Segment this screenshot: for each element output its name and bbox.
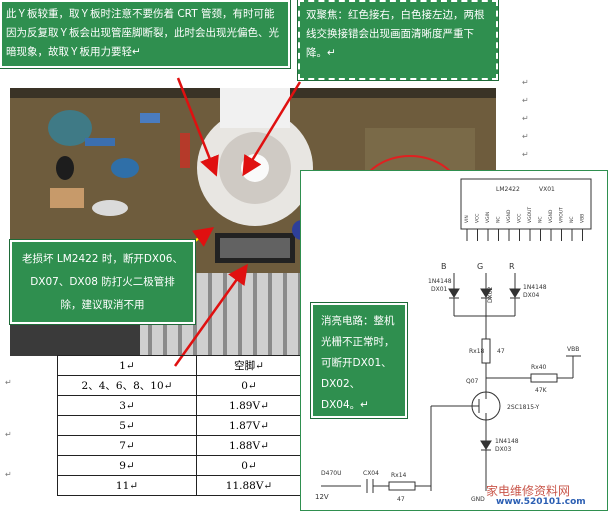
blanking-schematic: LM2422 VX01 VIN VCC VGIN NC VGND VCC VGOUT NC VG…: [315, 178, 592, 503]
chip-ref: VX01: [539, 186, 555, 193]
arrow-yboard: [176, 77, 219, 177]
table-cell-pin: 7↵: [57, 435, 197, 456]
cx04-label: CX04: [363, 470, 379, 477]
pin-voltage-table: 1↵ 空脚↵ 2、4、6、8、10↵ 0↵ 3↵ 1.89V↵ 5↵ 1.87V…: [57, 355, 302, 496]
table-cell-value: 1.88V↵: [196, 435, 302, 456]
chip-pin-label: NC: [569, 216, 575, 223]
table-row: 9↵ 0↵: [57, 455, 302, 476]
chip-pin-label: NC: [496, 216, 502, 223]
table-row: 7↵ 1.88V↵: [57, 435, 302, 456]
capacitor-icon: [48, 110, 92, 146]
note-lm2422-text: 老损坏 LM2422 时，断开DX06、DX07、DX08 防打火二极管排除，建…: [22, 253, 183, 311]
note-yboard: 此Ｙ板较重，取Ｙ板时注意不要伤着 CRT 管颈，有时可能因为反复取Ｙ板会出现管座…: [0, 0, 290, 68]
lm2422-chip: [215, 233, 295, 263]
arrow-focus: [242, 81, 302, 177]
chip-pin-label: VGND: [506, 209, 512, 223]
chip-pin-label: NC: [538, 216, 544, 223]
note-focus: 双聚焦：红色接右，白色接左边，两根线交换接错会出现画面清晰度严重下降。↵: [298, 0, 498, 80]
chip-pin-label: VIN: [464, 215, 470, 223]
note-yboard-text: 此Ｙ板较重，取Ｙ板时注意不要伤着 CRT 管颈，有时可能因为反复取Ｙ板会出现管座…: [6, 8, 279, 58]
table-cell-pin: 5↵: [57, 415, 197, 436]
channel-label-b: B: [441, 262, 447, 271]
chip-pin-label: VBB: [580, 214, 586, 223]
table-cell-value: 0↵: [196, 455, 302, 476]
table-cell-value: 11.88V↵: [196, 475, 302, 496]
watermark: 家电维修资料网: [486, 482, 570, 499]
table-cell-pin: 1↵: [57, 355, 197, 376]
table-cell-pin: 3↵: [57, 395, 197, 416]
watermark-title: 家电维修资料网: [486, 484, 571, 498]
table-cell-value: 空脚↵: [196, 355, 302, 376]
chip-pin-label: VGIN: [485, 212, 491, 223]
chip-pin-label: VGOUT: [527, 207, 533, 223]
gnd-label: GND: [471, 496, 485, 503]
v12-label: 12V: [315, 493, 329, 501]
channel-label-r: R: [509, 262, 515, 271]
chip-name: LM2422: [496, 186, 520, 193]
schematic-panel: LM2422 VX01 VIN VCC VGIN NC VGND VCC VGOUT NC VG…: [300, 170, 608, 511]
channel-label-g: G: [477, 262, 483, 271]
table-cell-pin: 11↵: [57, 475, 197, 496]
table-row: 1↵ 空脚↵: [57, 355, 302, 376]
arrow-table: [173, 263, 248, 367]
chip-pin-label: VGND: [548, 209, 554, 223]
transistor-label: 2SC1815-Y: [507, 404, 540, 411]
table-cell-pin: 9↵: [57, 455, 197, 476]
dx02-label: DX02: [487, 286, 494, 303]
vbb-label: VBB: [567, 346, 579, 353]
note-blanking-text: 消亮电路：整机光栅不正常时，可断开DX01、DX02、DX04。↵: [321, 315, 395, 411]
note-focus-text: 双聚焦：红色接右，白色接左边，两根线交换接错会出现画面清晰度严重下降。↵: [306, 9, 485, 59]
table-cell-value: 1.89V↵: [196, 395, 302, 416]
table-cell-pin: 2、4、6、8、10↵: [57, 375, 197, 396]
chip-pin-label: VCC: [475, 214, 481, 223]
table-cell-value: 0↵: [196, 375, 302, 396]
table-row: 11↵ 11.88V↵: [57, 475, 302, 496]
d470u-label: D470U: [321, 470, 341, 477]
watermark-url: www.520101.com: [496, 497, 586, 507]
chip-pin-label: VCC: [517, 214, 523, 223]
lm2422-ic-symbol: [460, 178, 592, 230]
q07-label: Q07: [466, 378, 479, 385]
table-cell-value: 1.87V↵: [196, 415, 302, 436]
table-row: 3↵ 1.89V↵: [57, 395, 302, 416]
table-row: 2、4、6、8、10↵ 0↵: [57, 375, 302, 396]
table-row: 5↵ 1.87V↵: [57, 415, 302, 436]
note-blanking: 消亮电路：整机光栅不正常时，可断开DX01、DX02、DX04。↵: [311, 303, 407, 418]
note-lm2422: 老损坏 LM2422 时，断开DX06、DX07、DX08 防打火二极管排除，建…: [10, 240, 195, 324]
chip-pin-label: VROUT: [559, 207, 565, 223]
